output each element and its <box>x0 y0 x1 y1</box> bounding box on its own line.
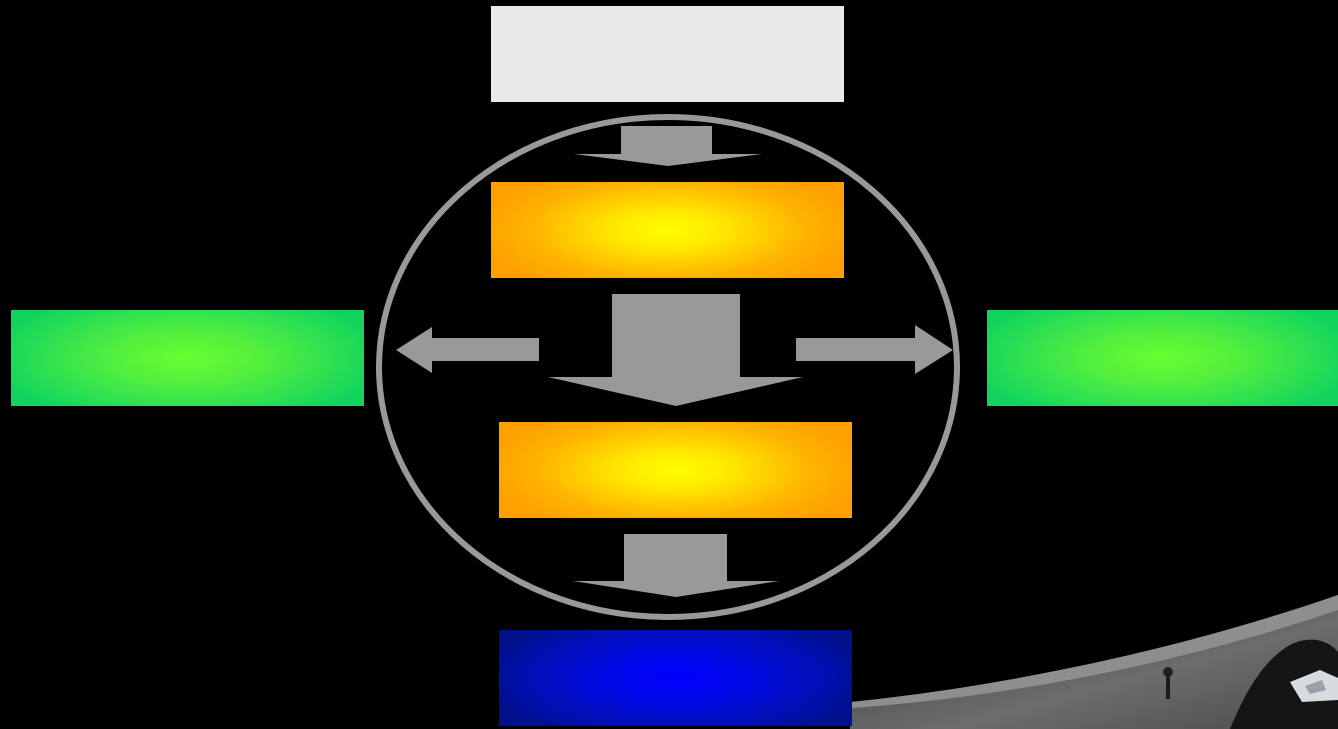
upper-orange-box <box>491 182 844 278</box>
down-arrow-center <box>548 294 803 406</box>
down-arrow-top <box>574 126 762 166</box>
corner-photo <box>850 590 1338 729</box>
top-box <box>491 6 844 102</box>
bottom-blue-box <box>499 630 852 726</box>
down-arrow-bottom <box>573 534 779 597</box>
right-green-box <box>987 310 1338 406</box>
right-arrow <box>796 325 953 374</box>
left-arrow <box>396 327 539 373</box>
cycle-ellipse <box>376 114 960 620</box>
left-green-box <box>11 310 364 406</box>
lower-orange-box <box>499 422 852 518</box>
